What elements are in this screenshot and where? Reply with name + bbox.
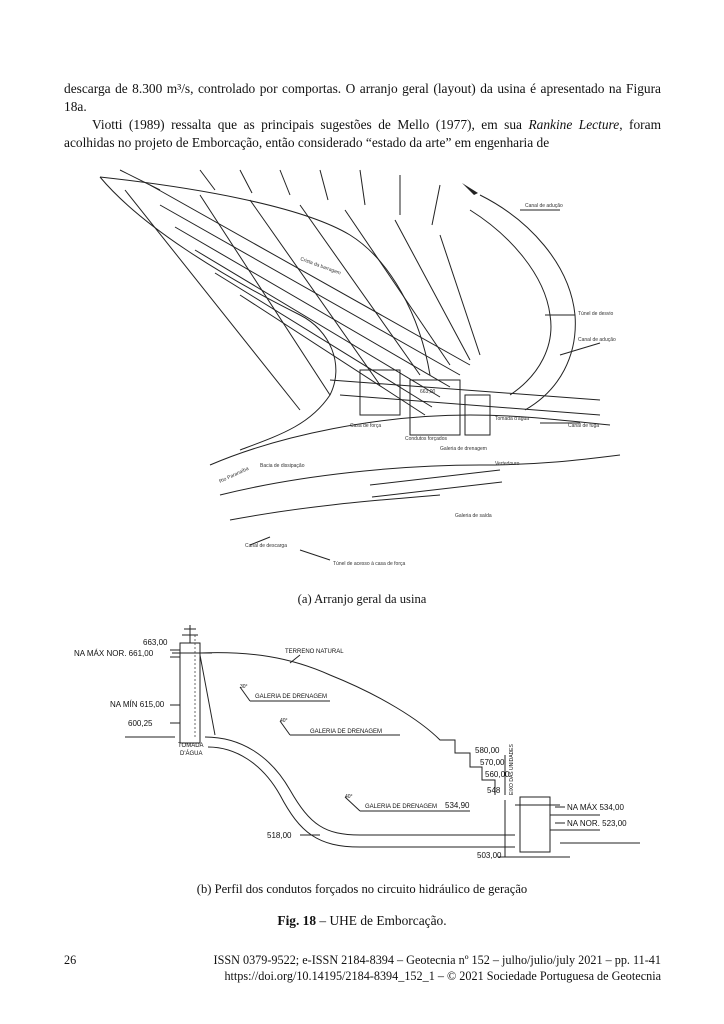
paragraph-1: descarga de 8.300 m³/s, controlado por c… (64, 81, 661, 114)
page-number: 26 (64, 953, 77, 967)
footer-line-2: https://doi.org/10.14195/2184-8394_152_1… (224, 969, 661, 983)
label-canal-descarga: Canal de descarga (245, 543, 287, 549)
label-casa-forca: Casa de força (350, 423, 381, 429)
rankine-lecture-italic: Rankine Lecture (528, 117, 620, 132)
label-galeria-drenagem-1: GALERIA DE DRENAGEM (255, 694, 327, 700)
figure-title-text: – UHE de Emborcação. (316, 913, 447, 928)
figure-b-caption: (b) Perfil dos condutos forçados no circ… (196, 882, 528, 896)
figure-title: Fig. 18 – UHE de Emborcação. (0, 913, 724, 929)
label-tomada: TOMADA (178, 743, 204, 749)
label-vertedouro: Vertedouro (495, 461, 520, 467)
figure-a-caption: (a) Arranjo geral da usina (297, 592, 427, 606)
label-na-min: NA MÍN 615,00 (110, 700, 165, 709)
label-crest-elev: 663,00 (420, 389, 436, 395)
footer-line-1: ISSN 0379-9522; e-ISSN 2184-8394 – Geote… (213, 953, 661, 967)
figure-a-layout-drawing: Canal de adução Túnel de desvio Canal de… (99, 169, 621, 567)
label-elev-570: 570,00 (480, 758, 505, 767)
label-elev-600: 600,25 (128, 719, 153, 728)
label-galeria-drenagem: Galeria de drenagem (440, 446, 487, 452)
label-na-max-nor: NA MÁX NOR. 661,00 (74, 649, 154, 658)
paragraph-2: Viotti (1989) ressalta que as principais… (64, 116, 661, 152)
label-elev-534-9: 534,90 (445, 801, 470, 810)
label-deg-3: 40° (345, 794, 353, 800)
label-tunel-desvio: Túnel de desvio (578, 311, 614, 317)
label-elev-580: 580,00 (475, 746, 500, 755)
label-elev-548: 548 (487, 786, 501, 795)
footer-citation: ISSN 0379-9522; e-ISSN 2184-8394 – Geote… (214, 952, 661, 984)
label-deg-1: 30° (240, 684, 248, 690)
label-condutos-forcados: Condutos forçados (405, 436, 447, 442)
label-crista-barragem: Crista da barragem (299, 256, 341, 276)
label-bacia-dissipacao: Bacia de dissipação (260, 463, 305, 469)
label-na-max-534: NA MÁX 534,00 (567, 803, 624, 812)
label-tunel-acesso: Túnel de acesso à casa de força (333, 561, 405, 567)
label-elev-663: 663,00 (143, 638, 168, 647)
label-eixo-unidades: EIXO DAS UNIDADES (509, 743, 515, 795)
label-canal-aducao-2: Canal de adução (578, 337, 616, 343)
label-terreno-natural: TERRENO NATURAL (285, 649, 344, 655)
label-dagua: D'ÁGUA (180, 750, 202, 757)
label-elev-518: 518,00 (267, 831, 292, 840)
label-galeria-drenagem-3: GALERIA DE DRENAGEM (365, 804, 437, 810)
figure-b-profile-drawing: 663,00 NA MÁX NOR. 661,00 TERRENO NATURA… (74, 625, 640, 860)
label-canal-fuga: Canal de fuga (568, 423, 599, 429)
label-deg-2: 40° (280, 718, 288, 724)
label-elev-503: 503,00 (477, 851, 502, 860)
label-galeria-drenagem-2: GALERIA DE DRENAGEM (310, 729, 382, 735)
label-na-nor-523: NA NOR. 523,00 (567, 819, 627, 828)
paragraph-2-text-a: Viotti (1989) ressalta que as principais… (92, 117, 529, 132)
label-galeria-saida: Galeria de saída (455, 513, 492, 519)
paragraph-2-text-b: , foram acolhidas no projeto de Emborcaç… (64, 117, 661, 150)
label-rio-paranaiba: Rio Paranaíba (218, 466, 250, 485)
label-canal-aducao: Canal de adução (525, 203, 563, 209)
label-elev-560: 560,00 (485, 770, 510, 779)
label-tomada-agua: Tomada d'água (495, 416, 529, 422)
figure-number: Fig. 18 (277, 913, 317, 928)
